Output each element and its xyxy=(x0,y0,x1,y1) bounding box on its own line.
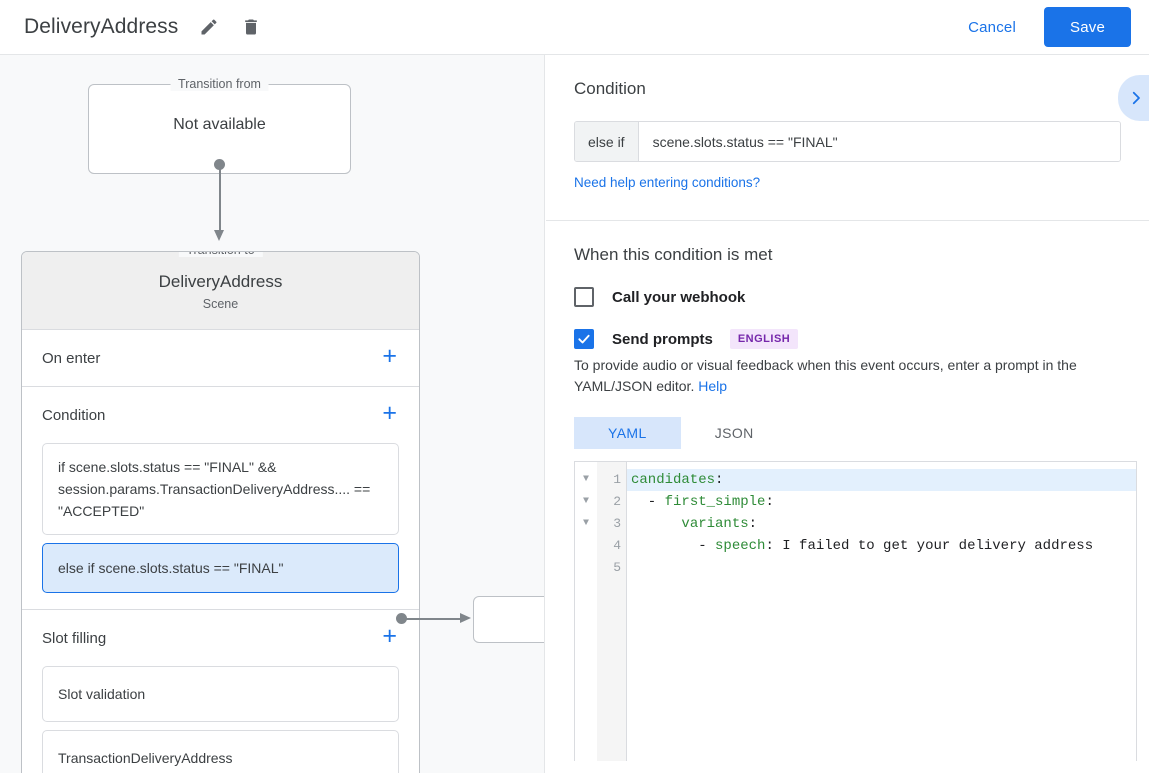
yaml-key: variants xyxy=(681,516,749,532)
list-item[interactable]: TransactionDeliveryAddress xyxy=(42,730,399,773)
app-header: DeliveryAddress Cancel Save xyxy=(0,0,1149,55)
editor-fold-gutter[interactable]: ▼ ▼ ▼ xyxy=(575,462,597,761)
editor-line-number: 5 xyxy=(613,560,621,575)
webhook-checkbox-label: Call your webhook xyxy=(612,288,746,306)
add-on-enter-button[interactable]: + xyxy=(382,342,397,370)
add-condition-button[interactable]: + xyxy=(382,399,397,427)
cancel-button[interactable]: Cancel xyxy=(958,11,1026,44)
condition-input-row[interactable]: else if xyxy=(574,121,1121,162)
fold-toggle-icon[interactable]: ▼ xyxy=(582,496,589,507)
editor-code-line[interactable] xyxy=(627,557,1136,579)
transition-from-legend: Transition from xyxy=(170,77,269,91)
editor-format-tabs: YAML JSON xyxy=(574,417,1121,449)
editor-line-number: 4 xyxy=(613,538,621,553)
yaml-value: : xyxy=(715,472,724,488)
send-prompts-description-text: To provide audio or visual feedback when… xyxy=(574,357,1077,394)
editor-code-area[interactable]: candidates: - first_simple: variants: - … xyxy=(627,462,1136,761)
section-condition-header: Condition + xyxy=(42,387,399,443)
transition-to-node[interactable]: Transition to DeliveryAddress Scene On e… xyxy=(21,251,420,773)
send-prompts-description: To provide audio or visual feedback when… xyxy=(574,355,1121,397)
yaml-value: : xyxy=(748,516,758,532)
list-item[interactable]: Slot validation xyxy=(42,666,399,722)
condition-section: Condition else if Need help entering con… xyxy=(546,55,1149,221)
send-prompts-checkbox[interactable] xyxy=(574,329,594,349)
when-condition-met-heading: When this condition is met xyxy=(574,245,773,264)
editor-line-numbers: 1 2 3 4 5 xyxy=(597,462,627,761)
yaml-value: : I failed to get your delivery address xyxy=(765,538,1094,554)
editor-code-line[interactable]: - speech: I failed to get your delivery … xyxy=(631,538,1094,554)
condition-expression-input[interactable] xyxy=(638,122,1120,161)
page-title: DeliveryAddress xyxy=(24,15,179,38)
fold-toggle-icon[interactable]: ▼ xyxy=(582,518,589,529)
chevron-right-icon[interactable] xyxy=(1118,75,1149,121)
scene-name: DeliveryAddress xyxy=(158,272,283,291)
save-button[interactable]: Save xyxy=(1044,7,1131,47)
yaml-editor[interactable]: ▼ ▼ ▼ 1 2 3 4 5 candidates: - first_simple: va… xyxy=(574,461,1137,761)
flow-arrow-dot xyxy=(214,159,225,170)
flow-canvas[interactable]: Transition from Not available Transition… xyxy=(0,55,545,773)
fold-toggle-icon[interactable]: ▼ xyxy=(582,474,589,485)
section-slot-filling-title: Slot filling xyxy=(42,629,107,647)
yaml-key: speech xyxy=(715,538,766,554)
editor-code-line[interactable]: candidates: xyxy=(627,469,1136,491)
fold-spacer xyxy=(575,557,597,579)
condition-connector-arrowhead xyxy=(460,613,471,623)
trash-icon[interactable] xyxy=(240,16,262,38)
editor-line-number: 3 xyxy=(613,516,621,531)
webhook-checkbox-row[interactable]: Call your webhook xyxy=(574,287,1121,307)
send-prompts-help-link[interactable]: Help xyxy=(698,378,728,394)
condition-list: if scene.slots.status == "FINAL" && sess… xyxy=(42,443,399,609)
add-slot-filling-button[interactable]: + xyxy=(382,622,397,650)
list-item[interactable]: else if scene.slots.status == "FINAL" xyxy=(42,543,399,593)
editor-line-number: 1 xyxy=(613,472,621,487)
section-on-enter-title: On enter xyxy=(42,349,101,367)
webhook-checkbox[interactable] xyxy=(574,287,594,307)
condition-connector-line xyxy=(406,618,462,620)
editor-code-line[interactable]: variants: xyxy=(627,513,1136,535)
when-condition-met-section: When this condition is met Call your web… xyxy=(546,221,1149,449)
yaml-key: candidates xyxy=(631,472,716,488)
editor-line-number: 2 xyxy=(613,494,621,509)
pencil-icon[interactable] xyxy=(198,16,220,38)
send-prompts-checkbox-row[interactable]: Send prompts ENGLISH xyxy=(574,329,1121,349)
header-actions: Cancel Save xyxy=(958,7,1131,47)
section-condition-title: Condition xyxy=(42,406,106,424)
editor-code-line[interactable]: - first_simple: xyxy=(631,494,774,510)
flow-arrow-line xyxy=(219,169,221,232)
tab-json[interactable]: JSON xyxy=(714,425,754,441)
transition-from-value: Not available xyxy=(173,116,266,133)
yaml-key: first_simple xyxy=(664,494,766,510)
transition-to-legend: Transition to xyxy=(178,252,263,257)
scene-header: DeliveryAddress Scene xyxy=(22,252,419,330)
condition-prefix-label: else if xyxy=(575,122,639,161)
section-on-enter-header: On enter + xyxy=(42,330,399,386)
condition-help-link[interactable]: Need help entering conditions? xyxy=(574,175,761,190)
yaml-value: : xyxy=(765,494,774,510)
details-panel: Condition else if Need help entering con… xyxy=(546,55,1149,773)
condition-heading: Condition xyxy=(574,79,646,98)
send-prompts-checkbox-label: Send prompts xyxy=(612,330,713,348)
section-condition: Condition + if scene.slots.status == "FI… xyxy=(22,387,419,610)
language-badge: ENGLISH xyxy=(729,329,799,349)
slot-filling-list: Slot validation TransactionDeliveryAddre… xyxy=(42,666,399,773)
section-slot-filling-header: Slot filling + xyxy=(42,610,399,666)
tab-yaml[interactable]: YAML xyxy=(574,417,681,449)
condition-connector-dot xyxy=(396,613,407,624)
fold-spacer xyxy=(575,535,597,557)
section-slot-filling: Slot filling + Slot validation Transacti… xyxy=(22,610,419,773)
list-item[interactable]: if scene.slots.status == "FINAL" && sess… xyxy=(42,443,399,535)
scene-type: Scene xyxy=(202,297,239,311)
target-node[interactable] xyxy=(473,596,544,643)
flow-arrow-head xyxy=(214,230,224,241)
section-on-enter: On enter + xyxy=(22,330,419,387)
